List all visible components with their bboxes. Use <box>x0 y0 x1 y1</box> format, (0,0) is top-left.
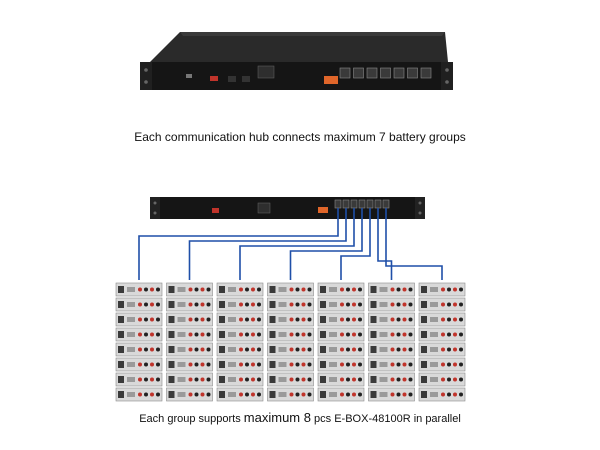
battery-module <box>166 327 213 342</box>
battery-group <box>166 282 213 402</box>
battery-module <box>267 387 314 402</box>
hub-top-port <box>353 67 364 79</box>
battery-module <box>368 372 415 387</box>
battery-module <box>115 342 163 357</box>
battery-module <box>267 357 314 372</box>
battery-module <box>317 312 365 327</box>
battery-module <box>267 342 314 357</box>
battery-module <box>368 297 415 312</box>
comm-cables <box>138 208 443 280</box>
battery-group <box>317 282 365 402</box>
battery-module <box>368 282 415 297</box>
battery-module <box>317 357 365 372</box>
battery-module <box>368 327 415 342</box>
caption-bottom: Each group supports maximum 8 pcs E-BOX-… <box>0 410 600 425</box>
battery-module <box>216 357 264 372</box>
battery-module <box>317 342 365 357</box>
battery-module <box>216 342 264 357</box>
comm-cable <box>377 208 393 280</box>
battery-group <box>418 282 466 402</box>
hub-bottom-port <box>350 199 358 209</box>
battery-module <box>368 312 415 327</box>
comm-cable <box>289 208 363 280</box>
hub-top-port <box>380 67 391 79</box>
battery-module <box>317 327 365 342</box>
battery-module <box>267 312 314 327</box>
battery-module <box>216 297 264 312</box>
battery-group <box>267 282 314 402</box>
comm-cable <box>188 208 347 280</box>
battery-module <box>267 282 314 297</box>
battery-module <box>418 327 466 342</box>
battery-group <box>368 282 415 402</box>
comm-cable <box>340 208 371 280</box>
battery-module <box>216 312 264 327</box>
hub-bottom-ports <box>334 199 390 209</box>
battery-module <box>368 357 415 372</box>
battery-module <box>418 372 466 387</box>
hub-bottom-port <box>374 199 382 209</box>
battery-module <box>115 282 163 297</box>
hub-top-port <box>420 67 432 79</box>
battery-bank <box>115 282 466 402</box>
battery-module <box>115 312 163 327</box>
hub-top-port <box>407 67 418 79</box>
battery-module <box>418 387 466 402</box>
battery-module <box>115 297 163 312</box>
comm-cable <box>385 208 443 280</box>
battery-group <box>216 282 264 402</box>
hub-bottom-port <box>358 199 366 209</box>
hub-top-port <box>339 67 351 79</box>
battery-module <box>418 297 466 312</box>
battery-module <box>115 387 163 402</box>
caption-bottom-post: pcs E-BOX-48100R in parallel <box>310 413 461 425</box>
caption-bottom-max: maximum 8 <box>243 410 311 425</box>
battery-module <box>166 312 213 327</box>
battery-module <box>267 372 314 387</box>
hub-top-ports <box>339 67 432 79</box>
battery-module <box>418 342 466 357</box>
hub-bottom-port <box>342 199 350 209</box>
battery-module <box>317 387 365 402</box>
caption-top: Each communication hub connects maximum … <box>134 130 466 144</box>
battery-module <box>368 342 415 357</box>
battery-module <box>216 387 264 402</box>
battery-module <box>166 357 213 372</box>
battery-module <box>115 372 163 387</box>
battery-module <box>418 357 466 372</box>
hub-top-port <box>393 67 405 79</box>
battery-module <box>115 327 163 342</box>
battery-module <box>216 282 264 297</box>
hub-bottom-port <box>334 199 342 209</box>
comm-cable <box>138 208 339 280</box>
battery-module <box>317 297 365 312</box>
battery-module <box>216 372 264 387</box>
battery-module <box>317 372 365 387</box>
battery-module <box>216 327 264 342</box>
battery-module <box>115 357 163 372</box>
battery-module <box>368 387 415 402</box>
battery-module <box>267 327 314 342</box>
comm-cable <box>239 208 355 280</box>
battery-module <box>166 297 213 312</box>
battery-module <box>267 297 314 312</box>
battery-module <box>166 282 213 297</box>
hub-bottom-port <box>382 199 390 209</box>
communication-hub-top <box>140 32 453 90</box>
caption-bottom-pre: Each group supports <box>139 413 244 425</box>
battery-module <box>418 312 466 327</box>
hub-bottom-port <box>366 199 374 209</box>
battery-module <box>418 282 466 297</box>
battery-module <box>166 372 213 387</box>
battery-group <box>115 282 163 402</box>
battery-module <box>317 282 365 297</box>
communication-hub-bottom <box>150 197 425 219</box>
battery-module <box>166 387 213 402</box>
hub-top-port <box>366 67 378 79</box>
battery-module <box>166 342 213 357</box>
